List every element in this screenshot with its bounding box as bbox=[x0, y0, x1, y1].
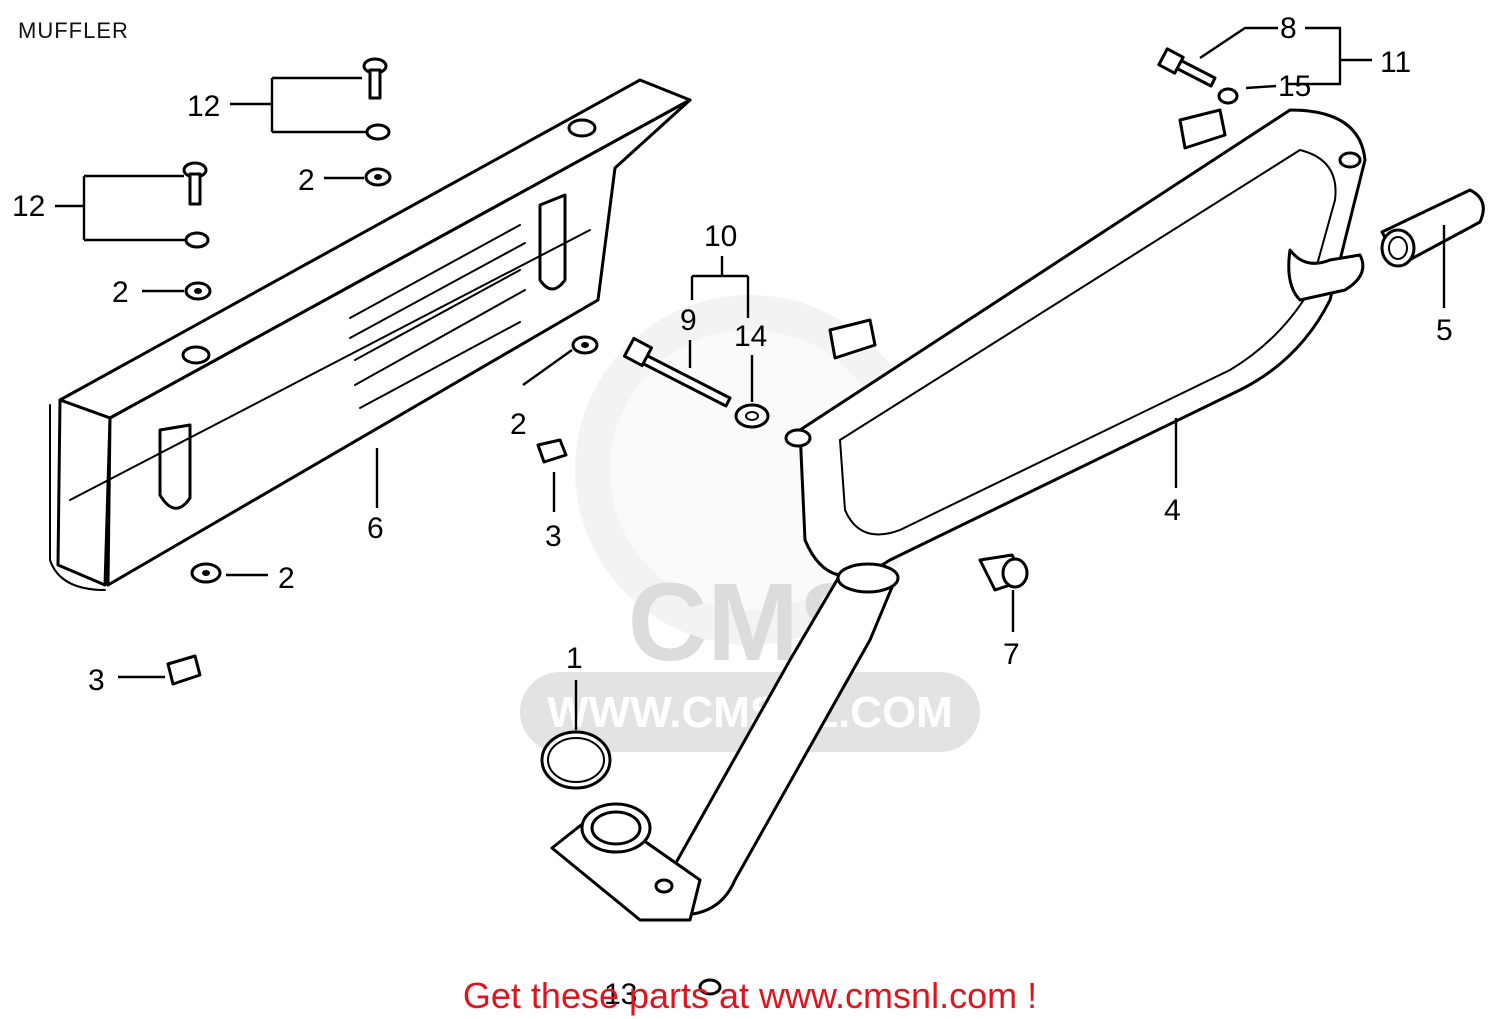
leader-lines bbox=[55, 26, 1446, 730]
nut-part-2-c[interactable] bbox=[571, 335, 599, 355]
callout-2-b: 2 bbox=[112, 276, 129, 309]
rubber-part-3-b[interactable] bbox=[166, 654, 202, 686]
callout-1: 1 bbox=[566, 642, 583, 675]
collar-part-7[interactable] bbox=[978, 553, 1029, 592]
nut-part-2-d[interactable] bbox=[190, 562, 222, 584]
washer-part-14[interactable] bbox=[734, 403, 770, 429]
screw-part-12-lower[interactable] bbox=[182, 161, 210, 249]
washer-part-15[interactable] bbox=[1217, 87, 1239, 105]
callout-labels: 12 12 2 2 2 2 3 3 6 4 5 7 1 10 9 14 8 11… bbox=[12, 12, 1453, 1011]
callout-3-a: 3 bbox=[545, 520, 562, 553]
callout-2-a: 2 bbox=[298, 164, 315, 197]
screw-part-12-upper[interactable] bbox=[362, 57, 391, 141]
callout-7: 7 bbox=[1003, 638, 1020, 671]
callout-14: 14 bbox=[734, 320, 767, 353]
callout-2-c: 2 bbox=[510, 408, 527, 441]
callout-8: 8 bbox=[1280, 12, 1297, 45]
tail-pipe-part-5[interactable] bbox=[1380, 188, 1485, 268]
nut-part-13[interactable] bbox=[698, 978, 722, 996]
page-title: MUFFLER bbox=[18, 18, 129, 43]
callout-6: 6 bbox=[367, 512, 384, 545]
exhaust-pipe-part-1[interactable] bbox=[550, 562, 900, 922]
callout-13: 13 bbox=[604, 978, 637, 1011]
rubber-part-3-a[interactable] bbox=[536, 438, 568, 464]
callout-12-lower: 12 bbox=[12, 190, 45, 223]
callout-5: 5 bbox=[1436, 314, 1453, 347]
callout-9: 9 bbox=[680, 304, 697, 337]
gasket-ring-part-1[interactable] bbox=[540, 730, 612, 790]
nut-part-2-b[interactable] bbox=[184, 281, 212, 301]
callout-12-upper: 12 bbox=[187, 90, 220, 123]
callout-2-d: 2 bbox=[278, 562, 295, 595]
heat-shield-part-6[interactable] bbox=[49, 78, 692, 591]
bolt-part-9[interactable] bbox=[622, 336, 732, 408]
callout-3-b: 3 bbox=[88, 664, 105, 697]
promo-link[interactable]: Get these parts at www.cmsnl.com ! bbox=[463, 975, 1037, 1016]
bolt-part-8[interactable] bbox=[1157, 47, 1217, 88]
callout-4: 4 bbox=[1164, 494, 1181, 527]
callout-10: 10 bbox=[704, 220, 737, 253]
callout-15: 15 bbox=[1278, 70, 1311, 103]
muffler-body-part-4[interactable] bbox=[784, 108, 1367, 578]
nut-part-2-a[interactable] bbox=[364, 167, 392, 187]
callout-11: 11 bbox=[1380, 46, 1411, 79]
